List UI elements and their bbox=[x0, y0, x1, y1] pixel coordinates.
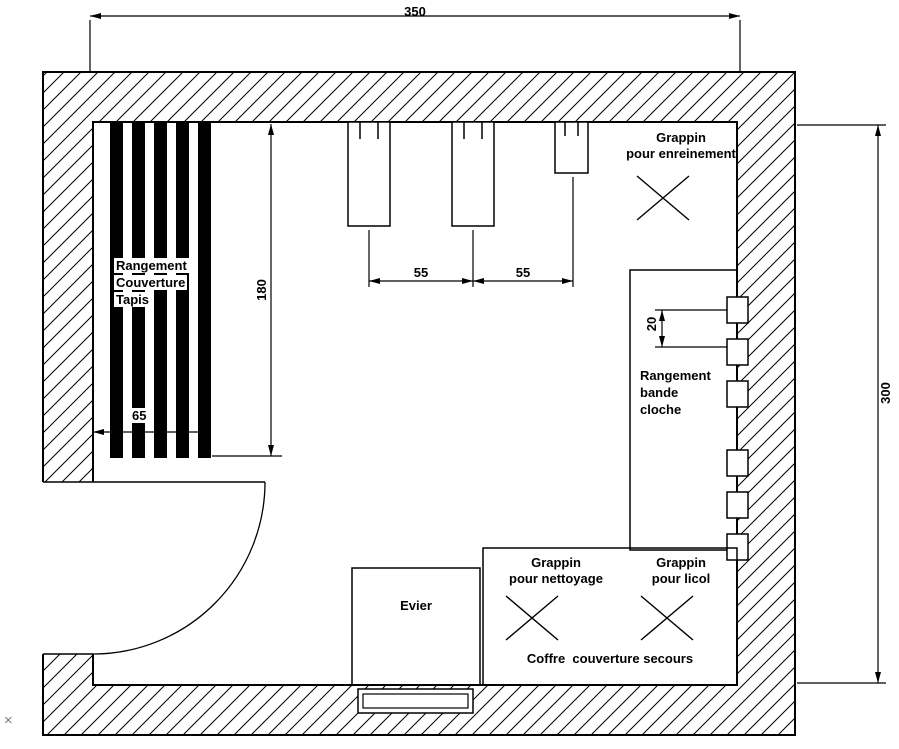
hook-symbols bbox=[505, 175, 694, 641]
dimension-right-height: 300 bbox=[878, 382, 893, 404]
saddle-rack-1 bbox=[347, 121, 391, 227]
dimension-rack-spacing-a: 55 bbox=[413, 265, 429, 280]
band-storage-line-1: Rangement bbox=[640, 368, 711, 383]
blanket-storage-line-2: Couverture bbox=[114, 274, 189, 291]
blanket-storage-text-1: Rangement bbox=[114, 258, 189, 273]
chest-label: Coffre couverture secours bbox=[526, 651, 694, 666]
door-opening bbox=[41, 482, 95, 654]
halter-hook-label: Grappin pour licol bbox=[611, 555, 751, 587]
rein-hook-x bbox=[636, 175, 690, 221]
saddle-rack-3 bbox=[554, 121, 589, 174]
dimension-lines bbox=[89, 13, 886, 684]
dimension-storage-height: 180 bbox=[254, 279, 269, 301]
blanket-storage-label: Rangement Couverture Tapis bbox=[114, 257, 189, 308]
halter-hook-x bbox=[640, 595, 694, 641]
door-swing-arc bbox=[92, 481, 266, 655]
rein-hook-label: Grappin pour enreinement bbox=[601, 130, 761, 162]
dimension-storage-depth: 65 bbox=[130, 407, 149, 424]
sink-box bbox=[351, 567, 481, 686]
wall-hook-blocks bbox=[726, 296, 749, 561]
cleaning-hook-line-2: pour nettoyage bbox=[509, 571, 603, 586]
dimension-hook-spacing: 20 bbox=[644, 316, 659, 332]
rein-hook-line-2: pour enreinement bbox=[626, 146, 736, 161]
saddle-rack-2 bbox=[451, 121, 495, 227]
corner-x-mark: × bbox=[4, 712, 13, 729]
chest-box bbox=[482, 547, 738, 686]
dimension-rack-spacing-b: 55 bbox=[515, 265, 531, 280]
blanket-storage-stripes bbox=[110, 123, 211, 458]
walls bbox=[41, 71, 796, 736]
band-storage-line-2: bande bbox=[640, 385, 679, 400]
saddle-racks bbox=[347, 121, 589, 227]
cleaning-hook-label: Grappin pour nettoyage bbox=[486, 555, 626, 587]
dimension-storage-depth-value: 65 bbox=[130, 408, 149, 423]
rein-hook-line-1: Grappin bbox=[656, 130, 706, 145]
blanket-storage-line-3: Tapis bbox=[114, 291, 189, 308]
entry-door bbox=[92, 481, 266, 655]
sink-grate bbox=[357, 688, 474, 714]
halter-hook-line-2: pour licol bbox=[651, 571, 711, 586]
band-storage-label: Rangement bande cloche bbox=[640, 367, 711, 418]
band-storage-line-3: cloche bbox=[640, 402, 682, 417]
blanket-storage-line-1: Rangement bbox=[114, 257, 189, 274]
blanket-storage-text-2: Couverture bbox=[114, 275, 188, 290]
blanket-storage-text-3: Tapis bbox=[114, 292, 151, 307]
cleaning-hook-line-1: Grappin bbox=[531, 555, 581, 570]
cleaning-hook-x bbox=[505, 595, 559, 641]
sink-label: Evier bbox=[400, 598, 432, 613]
halter-hook-line-1: Grappin bbox=[656, 555, 706, 570]
dimension-top-width: 350 bbox=[404, 4, 426, 19]
band-storage-box bbox=[629, 269, 737, 551]
